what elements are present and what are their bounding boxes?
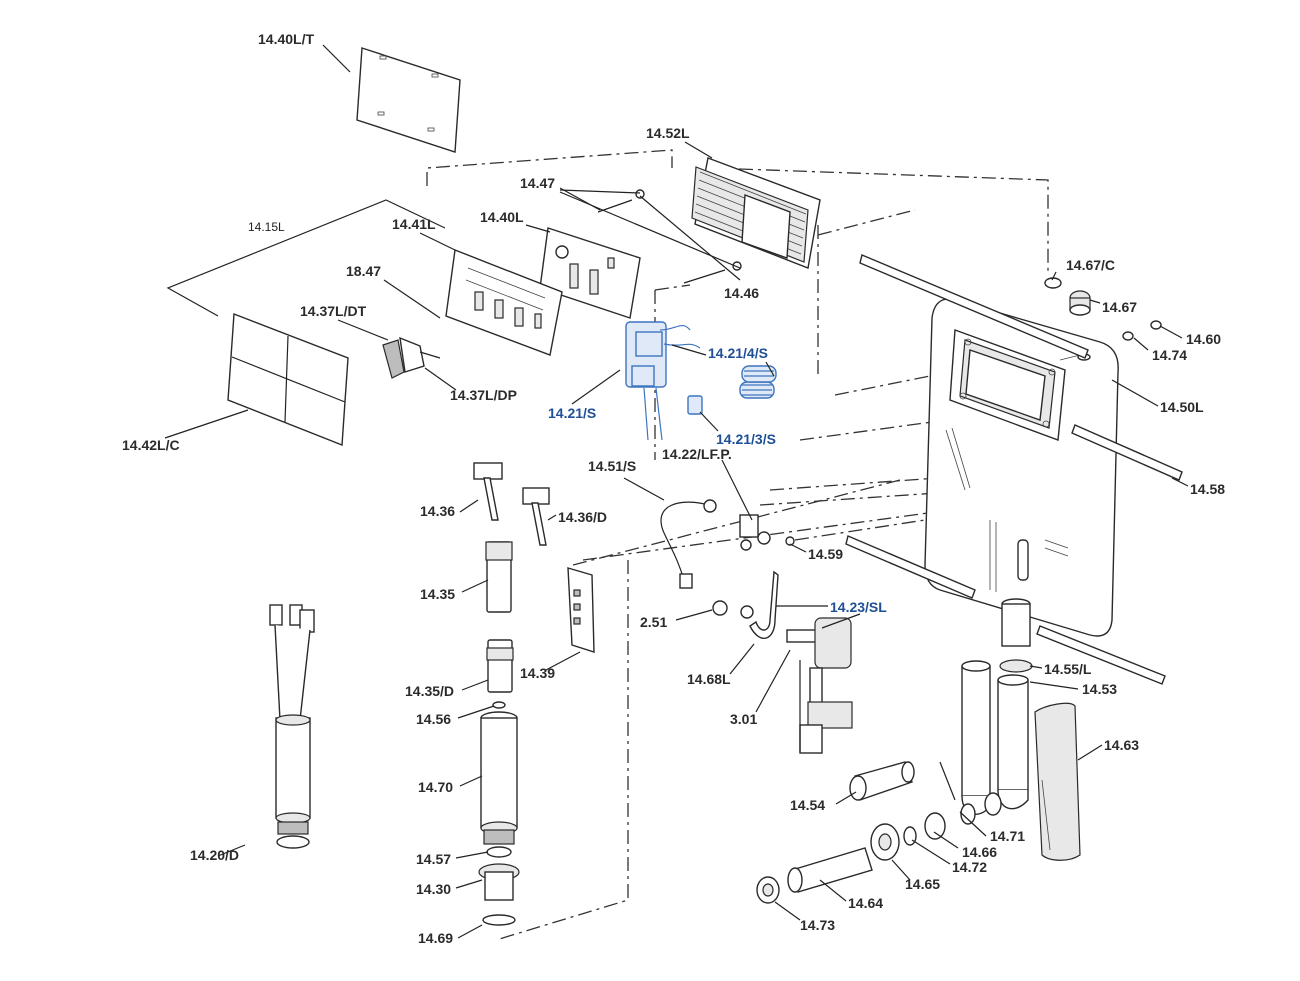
label-14-70: 14.70 [418,779,453,795]
elbow-and-float-valve [712,570,853,754]
label-14-50L: 14.50L [1160,399,1204,415]
valve-14-22 [739,514,795,551]
label-14-21-4-S: 14.21/4/S [708,345,768,361]
pipes-14-53-14-63 [961,598,1081,861]
label-14-68L: 14.68L [687,671,731,687]
screws-14-47 [597,189,742,284]
push-buttons-14-37L [382,336,441,379]
frame-box-14-52L [691,157,821,269]
label-14-35-D: 14.35/D [405,683,454,699]
mounting-plate-14-41L [445,249,563,356]
label-14-58: 14.58 [1190,481,1225,497]
label-14-22-LFP: 14.22/LF.P. [662,446,732,462]
label-14-42L-C: 14.42L/C [122,437,180,453]
label-3-01: 3.01 [730,711,757,727]
label-14-46: 14.46 [724,285,759,301]
label-14-41L: 14.41L [392,216,436,232]
label-14-72: 14.72 [952,859,987,875]
flush-valve-14-20-D [269,604,315,849]
part-labels: 14.40L/T 14.52L 14.47 14.15L 14.41L 14.4… [122,31,1225,946]
label-14-71: 14.71 [990,828,1025,844]
label-14-36: 14.36 [420,503,455,519]
label-14-56: 14.56 [416,711,451,727]
brackets-14-58 [845,254,1183,685]
label-14-36-D: 14.36/D [558,509,607,525]
small-parts-14-67-14-74 [1044,277,1162,341]
label-14-30: 14.30 [416,881,451,897]
label-14-23-SL: 14.23/SL [830,599,887,615]
label-14-66: 14.66 [962,844,997,860]
label-14-21-S: 14.21/S [548,405,596,421]
label-14-53: 14.53 [1082,681,1117,697]
label-14-73: 14.73 [800,917,835,933]
label-14-64: 14.64 [848,895,883,911]
pneumatic-module-highlighted [625,321,777,441]
label-14-57: 14.57 [416,851,451,867]
assembly-guide-lines [426,149,1056,941]
leader-lines [164,44,1189,939]
label-14-39: 14.39 [520,665,555,681]
label-14-40L-T: 14.40L/T [258,31,314,47]
label-14-52L: 14.52L [646,125,690,141]
label-14-60: 14.60 [1186,331,1221,347]
label-14-55-L: 14.55/L [1044,661,1092,677]
label-14-59: 14.59 [808,546,843,562]
cistern-14-50L [924,298,1119,637]
label-14-21-3-S: 14.21/3/S [716,431,776,447]
label-18-47: 18.47 [346,263,381,279]
guide-14-39 [567,567,595,653]
label-2-51: 2.51 [640,614,667,630]
label-14-63: 14.63 [1104,737,1139,753]
label-14-37L-DP: 14.37L/DP [450,387,517,403]
actuator-cables-14-36 [473,462,550,546]
label-14-54: 14.54 [790,797,825,813]
mounting-plate-14-40L [539,227,641,319]
label-14-67: 14.67 [1102,299,1137,315]
label-14-74: 14.74 [1152,347,1187,363]
drain-parts-14-54-14-73 [756,761,1002,904]
label-14-65: 14.65 [905,876,940,892]
flush-plate-14-42L-C [227,313,349,447]
hose-14-51-S [660,499,717,589]
rods-14-35 [485,541,514,709]
label-14-69: 14.69 [418,930,453,946]
label-14-47: 14.47 [520,175,555,191]
label-14-51-S: 14.51/S [588,458,636,474]
label-14-37L-DT: 14.37L/DT [300,303,367,319]
label-14-40L: 14.40L [480,209,524,225]
flush-valve-14-70 [478,711,520,926]
label-14-15L: 14.15L [248,220,285,234]
cover-plate-14-40L-T [356,47,461,153]
label-14-67-C: 14.67/C [1066,257,1115,273]
label-14-35: 14.35 [420,586,455,602]
label-14-20-D: 14.20/D [190,847,239,863]
